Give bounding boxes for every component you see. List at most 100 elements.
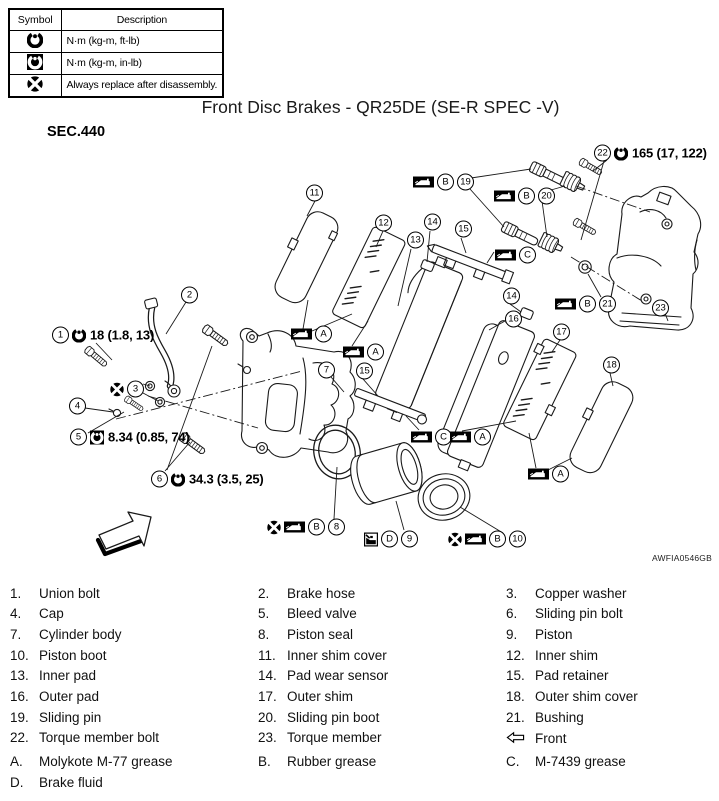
grease-icon bbox=[450, 431, 471, 443]
parts-item: 13.Inner pad bbox=[10, 668, 97, 684]
parts-item-label: Bleed valve bbox=[287, 606, 357, 622]
parts-item: 17. Outer shim bbox=[258, 688, 354, 705]
parts-item-label: Bushing bbox=[535, 709, 584, 725]
parts-item: 21. Bushing bbox=[506, 709, 584, 726]
front-arrow-icon bbox=[506, 731, 525, 744]
parts-item-label: Inner pad bbox=[39, 668, 97, 684]
parts-item-label: Inner shim bbox=[535, 647, 599, 663]
parts-item-label: Union bolt bbox=[39, 585, 100, 601]
callout-B: B bbox=[518, 187, 535, 205]
parts-item: 9.Piston bbox=[506, 626, 573, 643]
parts-item-label: Piston bbox=[535, 626, 573, 642]
parts-item-number: 15. bbox=[506, 668, 525, 684]
legend-description: N·m (kg-m, in-lb) bbox=[60, 51, 224, 75]
parts-item-number: 18. bbox=[506, 688, 525, 704]
parts-item: 16.Outer pad bbox=[10, 688, 100, 705]
parts-item-number: 17. bbox=[258, 688, 277, 704]
torque-spec: 34.3 (3.5, 25) bbox=[189, 471, 264, 487]
callout-3: 3 bbox=[127, 380, 144, 398]
parts-item-label: Pad retainer bbox=[535, 668, 609, 684]
callout-23: 23 bbox=[652, 299, 669, 317]
parts-item-number: 11. bbox=[258, 647, 276, 663]
parts-item-label: Piston seal bbox=[287, 626, 354, 642]
parts-item: 2.Brake hose bbox=[258, 585, 355, 602]
legend-row: Always replace after disassembly. bbox=[8, 73, 224, 97]
parts-item: 8.Piston seal bbox=[258, 626, 354, 643]
parts-item-label: Cylinder body bbox=[39, 626, 122, 642]
torque-spec: 8.34 (0.85, 74) bbox=[108, 429, 190, 445]
parts-row: 7.Cylinder body 8.Piston seal 9.Piston bbox=[10, 625, 715, 646]
diagram-annotation: 6 34.3 (3.5, 25) bbox=[151, 470, 264, 488]
diagram-annotation: A bbox=[291, 325, 332, 343]
callout-11: 11 bbox=[306, 184, 323, 202]
callout-B: B bbox=[579, 295, 596, 313]
diagram-annotation: 18 bbox=[603, 356, 620, 374]
callout-2: 2 bbox=[181, 286, 198, 304]
torque-nm-filled-icon bbox=[90, 430, 104, 444]
grease-icon bbox=[284, 521, 305, 533]
diagram-annotation: A bbox=[528, 465, 569, 483]
parts-item-label: Sliding pin bolt bbox=[535, 606, 623, 622]
parts-item: A.Molykote M-77 grease bbox=[10, 754, 173, 770]
callout-5: 5 bbox=[70, 428, 87, 446]
parts-item-label: M-7439 grease bbox=[535, 754, 626, 769]
diagram-annotation: 12 bbox=[375, 214, 392, 232]
torque-nm-icon bbox=[171, 472, 185, 486]
callout-8: 8 bbox=[328, 518, 345, 536]
callout-B: B bbox=[308, 518, 325, 536]
parts-item-number: 2. bbox=[258, 585, 270, 601]
diagram-annotation: A bbox=[343, 343, 384, 361]
diagram-annotation: C bbox=[411, 428, 452, 446]
parts-item-label: Pad wear sensor bbox=[287, 668, 389, 684]
parts-item: 6.Sliding pin bolt bbox=[506, 606, 623, 622]
parts-item-number: A. bbox=[10, 754, 23, 769]
callout-C: C bbox=[519, 246, 536, 264]
parts-item: 7.Cylinder body bbox=[10, 626, 122, 643]
callout-16: 16 bbox=[505, 310, 522, 328]
diagram-annotation: A bbox=[450, 428, 491, 446]
diagram-annotation: 13 bbox=[407, 231, 424, 249]
callout-14: 14 bbox=[503, 287, 520, 305]
parts-row: 16.Outer pad 17. Outer shim 18. Outer shim c… bbox=[10, 687, 715, 708]
parts-item-label: Outer shim bbox=[287, 688, 354, 704]
callout-C: C bbox=[435, 428, 452, 446]
callout-6: 6 bbox=[151, 470, 168, 488]
diagram-annotation: 4 bbox=[69, 397, 86, 415]
parts-item-number: D. bbox=[10, 774, 24, 790]
parts-item: C. M-7439 grease bbox=[506, 754, 626, 770]
legend-row: N·m (kg-m, in-lb) bbox=[8, 51, 224, 75]
grease-icon bbox=[343, 346, 364, 358]
parts-item-label: Outer pad bbox=[39, 688, 100, 704]
parts-item-label: Outer shim cover bbox=[535, 688, 638, 704]
callout-10: 10 bbox=[509, 530, 526, 548]
torque-nm-filled-icon bbox=[27, 53, 44, 70]
torque-nm-icon bbox=[72, 328, 86, 342]
parts-item-number: 19. bbox=[10, 709, 29, 725]
parts-item-number: 21. bbox=[506, 709, 525, 725]
parts-item: 12.Inner shim bbox=[506, 647, 599, 664]
parts-item-number: 22. bbox=[10, 730, 29, 746]
callout-12: 12 bbox=[375, 214, 392, 232]
parts-item-label: Sliding pin bbox=[39, 709, 102, 725]
parts-item-number: C. bbox=[506, 754, 520, 769]
callout-14: 14 bbox=[424, 213, 441, 231]
callout-A: A bbox=[552, 465, 569, 483]
diagram-annotation: 16 bbox=[505, 310, 522, 328]
parts-item-label: Sliding pin boot bbox=[287, 709, 380, 725]
section-label: SEC.440 bbox=[47, 124, 106, 140]
grease-icon bbox=[413, 176, 434, 188]
parts-item-label: Piston boot bbox=[39, 647, 107, 663]
callout-18: 18 bbox=[603, 356, 620, 374]
parts-row: D.Brake fluid bbox=[10, 773, 715, 794]
torque-spec: 18 (1.8, 13) bbox=[90, 327, 155, 343]
callout-22: 22 bbox=[594, 144, 611, 162]
diagram-annotation: 23 bbox=[652, 299, 669, 317]
